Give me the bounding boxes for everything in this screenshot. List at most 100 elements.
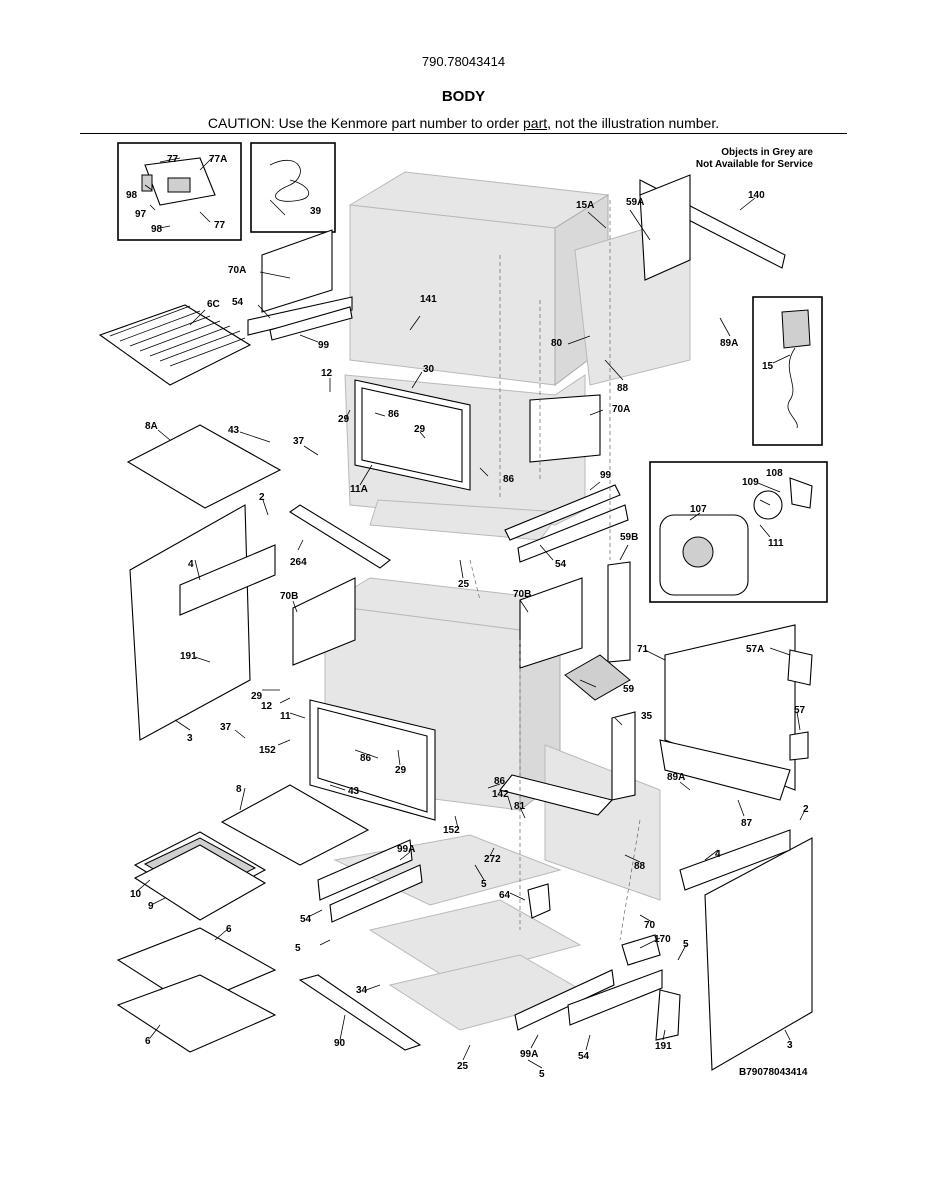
callout-label: 87 — [741, 818, 753, 829]
callout-label: 12 — [321, 368, 333, 379]
callout-label: 29 — [414, 424, 426, 435]
callout-label: 170 — [654, 934, 671, 945]
callout-label: 57A — [746, 644, 764, 655]
callout-label: 39 — [310, 206, 322, 217]
callout-label: 8 — [236, 784, 242, 795]
callout-label: 54 — [300, 914, 312, 925]
callout-label: 57 — [794, 705, 806, 716]
callout-label: 59 — [623, 684, 635, 695]
callout-label: 98 — [151, 224, 163, 235]
callout-label: 86 — [494, 776, 506, 787]
callout-label: 107 — [690, 504, 707, 515]
callout-label: 29 — [395, 765, 407, 776]
callout-label: 29 — [338, 414, 350, 425]
page-title: BODY — [441, 88, 486, 105]
callout-label: 80 — [551, 338, 563, 349]
bottom-panels-8-8a — [126, 424, 370, 866]
callout-label: 90 — [334, 1038, 346, 1049]
callout-label: 6 — [145, 1036, 151, 1047]
inset-sensor-box — [752, 296, 823, 446]
upper-oven-body-grey — [344, 171, 610, 541]
callout-label: 37 — [220, 722, 232, 733]
callout-label: 59A — [626, 197, 644, 208]
leader-lines — [135, 157, 806, 1069]
callout-label: 140 — [748, 190, 765, 201]
callout-label: 99A — [520, 1049, 538, 1060]
callout-label: 11A — [350, 484, 368, 495]
caution-text-end: , not the illustration number. — [547, 115, 720, 131]
callout-label: 111 — [768, 538, 784, 549]
callout-label: 3 — [787, 1040, 793, 1051]
callout-label: 5 — [539, 1069, 545, 1080]
callout-label: 37 — [293, 436, 305, 447]
callout-label: 15A — [576, 200, 594, 211]
callout-label: 25 — [458, 579, 470, 590]
callout-label: 77 — [167, 154, 179, 165]
callout-label: 152 — [443, 825, 460, 836]
callout-label: 2 — [803, 804, 809, 815]
callout-label: 88 — [617, 383, 629, 394]
grey-objects-note-line1: Objects in Grey are — [721, 147, 813, 158]
callout-label: 35 — [641, 711, 653, 722]
callout-label: 86 — [360, 753, 372, 764]
callout-label: 142 — [492, 789, 509, 800]
callout-label: 6 — [226, 924, 232, 935]
callout-label: 2 — [259, 492, 265, 503]
callout-label: 70 — [644, 920, 656, 931]
callout-label: 86 — [503, 474, 515, 485]
callout-label: 11 — [280, 711, 291, 722]
callout-label: 12 — [261, 701, 273, 712]
callout-label: 272 — [484, 854, 501, 865]
callout-label: 54 — [578, 1051, 590, 1062]
callout-label: 81 — [514, 801, 526, 812]
callout-label: 43 — [348, 786, 360, 797]
callout-label: 191 — [180, 651, 197, 662]
grey-objects-note-line2: Not Available for Service — [696, 159, 814, 170]
callout-label: 54 — [555, 559, 567, 570]
callout-label: 64 — [499, 890, 511, 901]
callout-label: 152 — [259, 745, 276, 756]
callout-label: 77A — [209, 154, 227, 165]
rear-and-misc-parts — [499, 174, 813, 1041]
callout-label: 15 — [762, 361, 774, 372]
callout-labels: 77 77A 98 97 98 77 39 70A 54 6C 99 141 1… — [126, 154, 809, 1080]
callout-label: 6C — [207, 299, 220, 310]
callout-label: 89A — [667, 772, 685, 783]
callout-label: 99 — [318, 340, 330, 351]
insulation-sheets — [261, 229, 601, 669]
hidden-lines — [469, 200, 641, 941]
callout-label: 98 — [126, 190, 138, 201]
callout-label: 70B — [513, 589, 531, 600]
oven-doors-frames — [309, 379, 471, 821]
caution-text-start: CAUTION: Use the Kenmore part number to … — [207, 115, 523, 131]
caution-note: CAUTION: Use the Kenmore part number to … — [0, 115, 927, 131]
callout-label: 5 — [295, 943, 301, 954]
header-rule — [80, 133, 847, 134]
callout-label: 29 — [251, 691, 263, 702]
callout-label: 71 — [637, 644, 649, 655]
callout-label: 5 — [481, 879, 487, 890]
callout-label: 97 — [135, 209, 147, 220]
broil-pan-10 — [133, 831, 267, 921]
callout-label: 191 — [655, 1041, 672, 1052]
callout-label: 8A — [145, 421, 158, 432]
callout-label: 99A — [397, 844, 415, 855]
callout-label: 30 — [423, 364, 435, 375]
callout-label: 4 — [715, 849, 721, 860]
caution-part-link: part — [523, 115, 548, 131]
side-panels — [129, 504, 813, 1071]
oven-rack-6c — [98, 304, 252, 386]
callout-label: 70A — [612, 404, 630, 415]
callout-label: 34 — [356, 985, 368, 996]
inset-wire-harness-box — [250, 142, 336, 233]
callout-label: 88 — [634, 861, 646, 872]
callout-label: 70A — [228, 265, 246, 276]
inset-convection-fan-box — [649, 461, 828, 603]
callout-label: 108 — [766, 468, 783, 479]
callout-label: 54 — [232, 297, 244, 308]
callout-label: 59B — [620, 532, 638, 543]
drawing-number: B79078043414 — [739, 1067, 808, 1078]
callout-label: 70B — [280, 591, 298, 602]
callout-label: 264 — [290, 557, 307, 568]
